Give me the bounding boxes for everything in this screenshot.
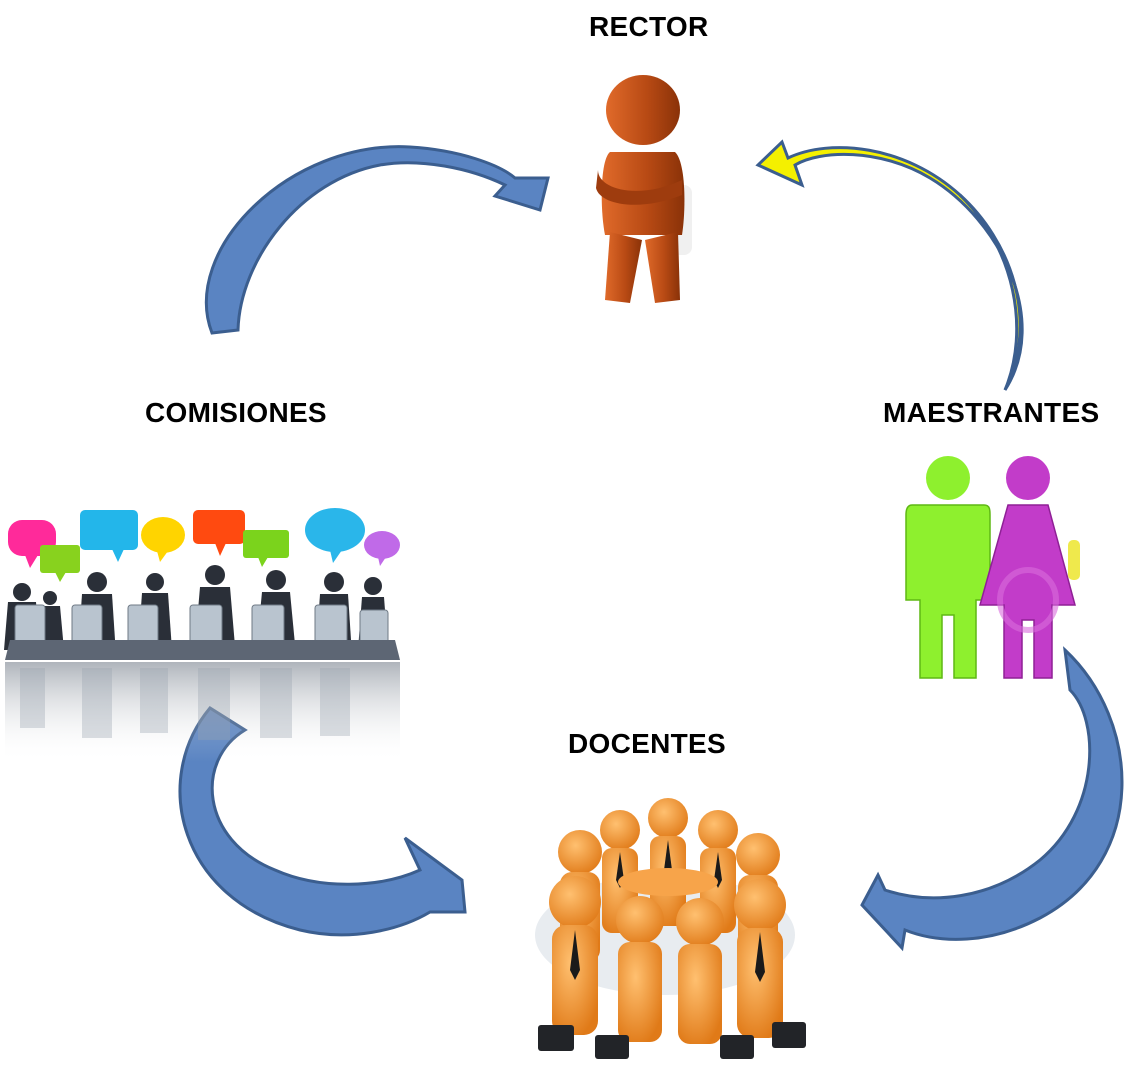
label-comisiones: COMISIONES xyxy=(145,397,327,428)
meeting-table-icon xyxy=(4,508,400,762)
man-woman-icon xyxy=(905,456,1080,679)
arrow-maestrantes-to-docentes xyxy=(860,646,1124,952)
arrow-maestrantes-to-rector xyxy=(755,139,1024,391)
team-circle-icon xyxy=(535,798,806,1059)
label-maestrantes: MAESTRANTES xyxy=(883,397,1100,428)
arrow-shape xyxy=(755,139,1024,391)
standing-figure-icon xyxy=(596,75,692,303)
arrow-shape xyxy=(860,646,1124,952)
label-docentes: DOCENTES xyxy=(568,728,726,759)
arrow-comisiones-to-rector xyxy=(205,145,550,335)
arrow-shape xyxy=(178,706,467,937)
arrow-shape xyxy=(205,145,550,335)
arrow-comisiones-to-docentes xyxy=(178,706,467,937)
label-rector: RECTOR xyxy=(589,11,709,42)
